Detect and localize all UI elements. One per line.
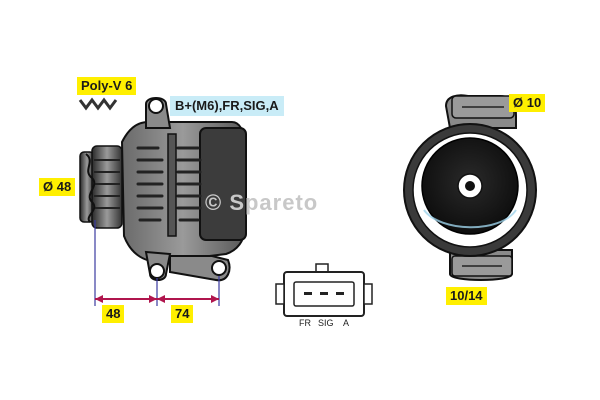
cooling-slots <box>136 146 202 222</box>
alternator-rear-view <box>403 94 537 281</box>
bottom-mount-hole-left <box>149 263 165 279</box>
terminal-label: B+(M6),FR,SIG,A <box>170 96 284 116</box>
alternator-side-view <box>79 97 247 282</box>
dimension-74-label: 74 <box>171 305 194 323</box>
pulley-diameter-label: Ø 48 <box>39 178 76 196</box>
connector-pin-fr: FR <box>299 318 311 328</box>
pulley <box>79 145 123 229</box>
dimension-48-label: 48 <box>102 305 125 323</box>
connector-plug <box>275 263 373 317</box>
dimension-lines <box>94 220 220 306</box>
watermark: © Spareto <box>205 190 319 215</box>
poly-v-icon <box>78 97 118 111</box>
connector-pin-sig: SIG <box>318 318 334 328</box>
belt-type-label: Poly-V 6 <box>77 77 137 95</box>
clamp-range-label: 10/14 <box>446 287 487 305</box>
top-mount-hole <box>148 98 164 114</box>
bolt-diameter-label: Ø 10 <box>509 94 546 112</box>
connector-pin-a: A <box>343 318 350 328</box>
bottom-mount-hole-right <box>211 260 227 276</box>
